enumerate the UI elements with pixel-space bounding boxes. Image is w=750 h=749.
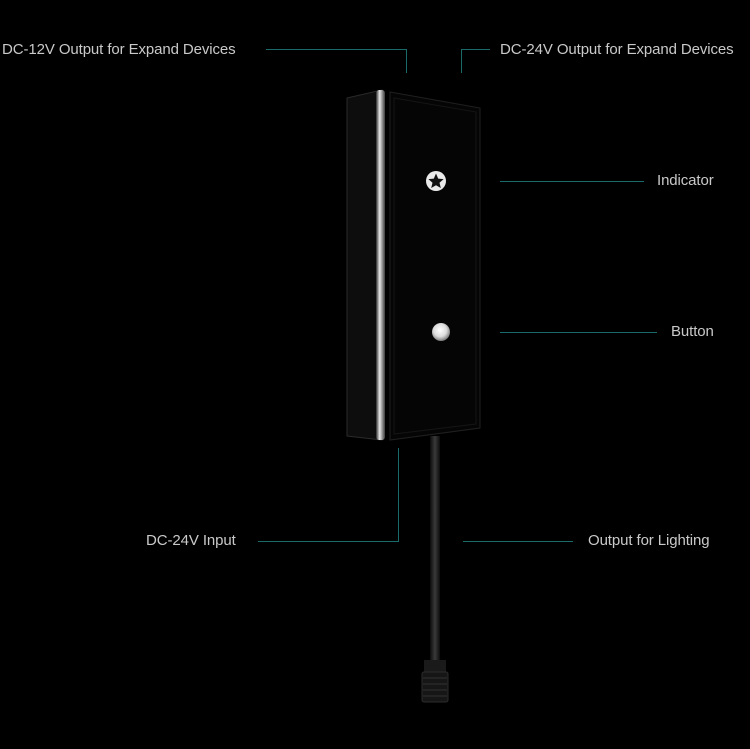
indicator-light	[426, 171, 446, 191]
label-dc12-output: DC-12V Output for Expand Devices	[2, 41, 236, 58]
leader-line-dc24-input-rise	[398, 448, 399, 542]
label-dc24-output: DC-24V Output for Expand Devices	[500, 41, 734, 58]
leader-line-dc12-drop	[406, 49, 407, 73]
device-front-face	[389, 91, 481, 441]
edge-highlight	[376, 90, 385, 440]
cable-connector	[421, 660, 449, 703]
leader-line-dc24-input	[258, 541, 399, 542]
leader-line-indicator	[500, 181, 644, 182]
leader-line-dc12	[266, 49, 407, 50]
lighting-cable	[430, 436, 440, 662]
label-indicator: Indicator	[657, 172, 714, 189]
leader-line-button	[500, 332, 657, 333]
leader-line-lighting	[463, 541, 573, 542]
label-button: Button	[671, 323, 714, 340]
leader-line-dc24-out	[461, 49, 490, 50]
label-dc24-input: DC-24V Input	[146, 532, 236, 549]
device-button[interactable]	[432, 323, 450, 341]
leader-line-dc24-out-drop	[461, 49, 462, 73]
label-lighting-output: Output for Lighting	[588, 532, 710, 549]
